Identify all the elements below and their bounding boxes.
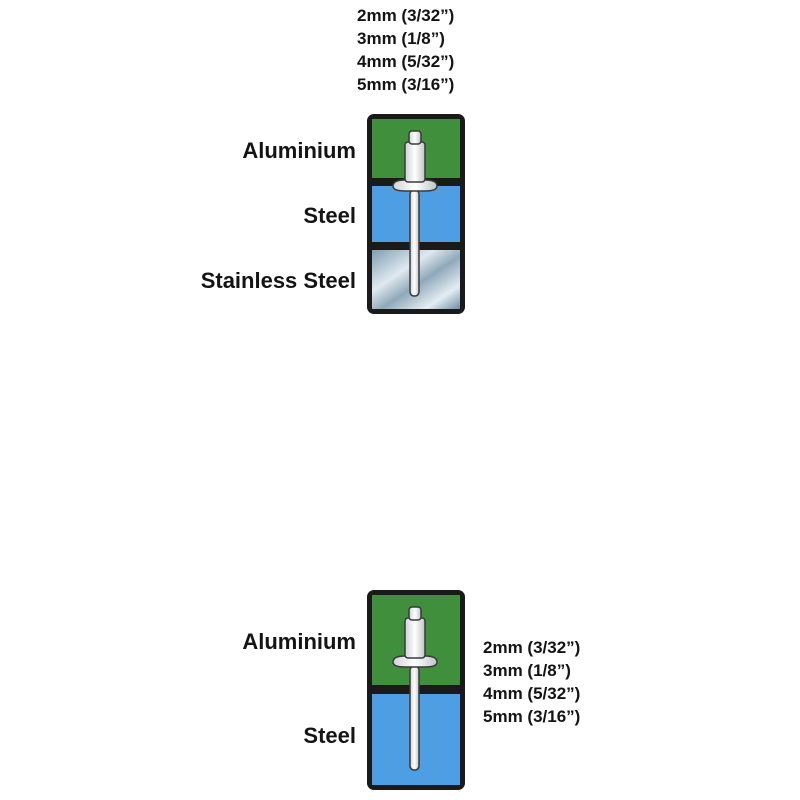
size-item: 5mm (3/16”) xyxy=(483,707,581,726)
size-list-top: 2mm (3/32”) 3mm (1/8”) 4mm (5/32”) 5mm (… xyxy=(357,4,454,96)
size-list-bottom: 2mm (3/32”) 3mm (1/8”) 4mm (5/32”) 5mm (… xyxy=(483,636,580,728)
size-item: 5mm (3/16”) xyxy=(357,75,455,94)
size-item: 3mm (1/8”) xyxy=(483,661,571,680)
size-item: 2mm (3/32”) xyxy=(357,6,455,25)
rivet-icon xyxy=(392,130,438,297)
rivet-icon xyxy=(392,606,438,771)
size-item: 4mm (5/32”) xyxy=(357,52,455,71)
material-label-steel: Steel xyxy=(303,203,356,228)
rivet-diagram-top xyxy=(367,114,465,314)
rivet-diagram-bottom xyxy=(367,590,465,790)
size-item: 4mm (5/32”) xyxy=(483,684,581,703)
material-label-aluminium: Aluminium xyxy=(242,138,356,163)
material-label-stainless-steel: Stainless Steel xyxy=(200,268,356,293)
size-item: 2mm (3/32”) xyxy=(483,638,581,657)
material-label-aluminium: Aluminium xyxy=(242,629,356,654)
size-item: 3mm (1/8”) xyxy=(357,29,445,48)
material-label-steel: Steel xyxy=(303,723,356,748)
